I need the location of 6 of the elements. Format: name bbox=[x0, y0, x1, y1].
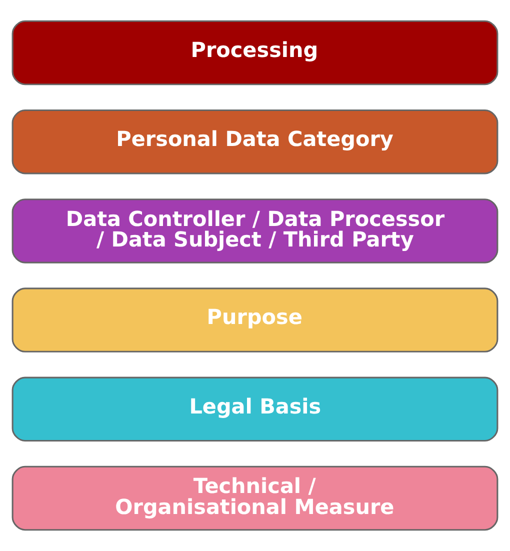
node-box: Technical / Organisational Measure bbox=[12, 466, 498, 531]
node-box: Personal Data Category bbox=[12, 109, 498, 174]
node-box: Processing bbox=[12, 20, 498, 86]
node-box: Legal Basis bbox=[12, 376, 498, 442]
node-box: Purpose bbox=[12, 288, 498, 352]
node-box: Data Controller / Data Processor / Data Subject / Third Party bbox=[12, 198, 498, 264]
